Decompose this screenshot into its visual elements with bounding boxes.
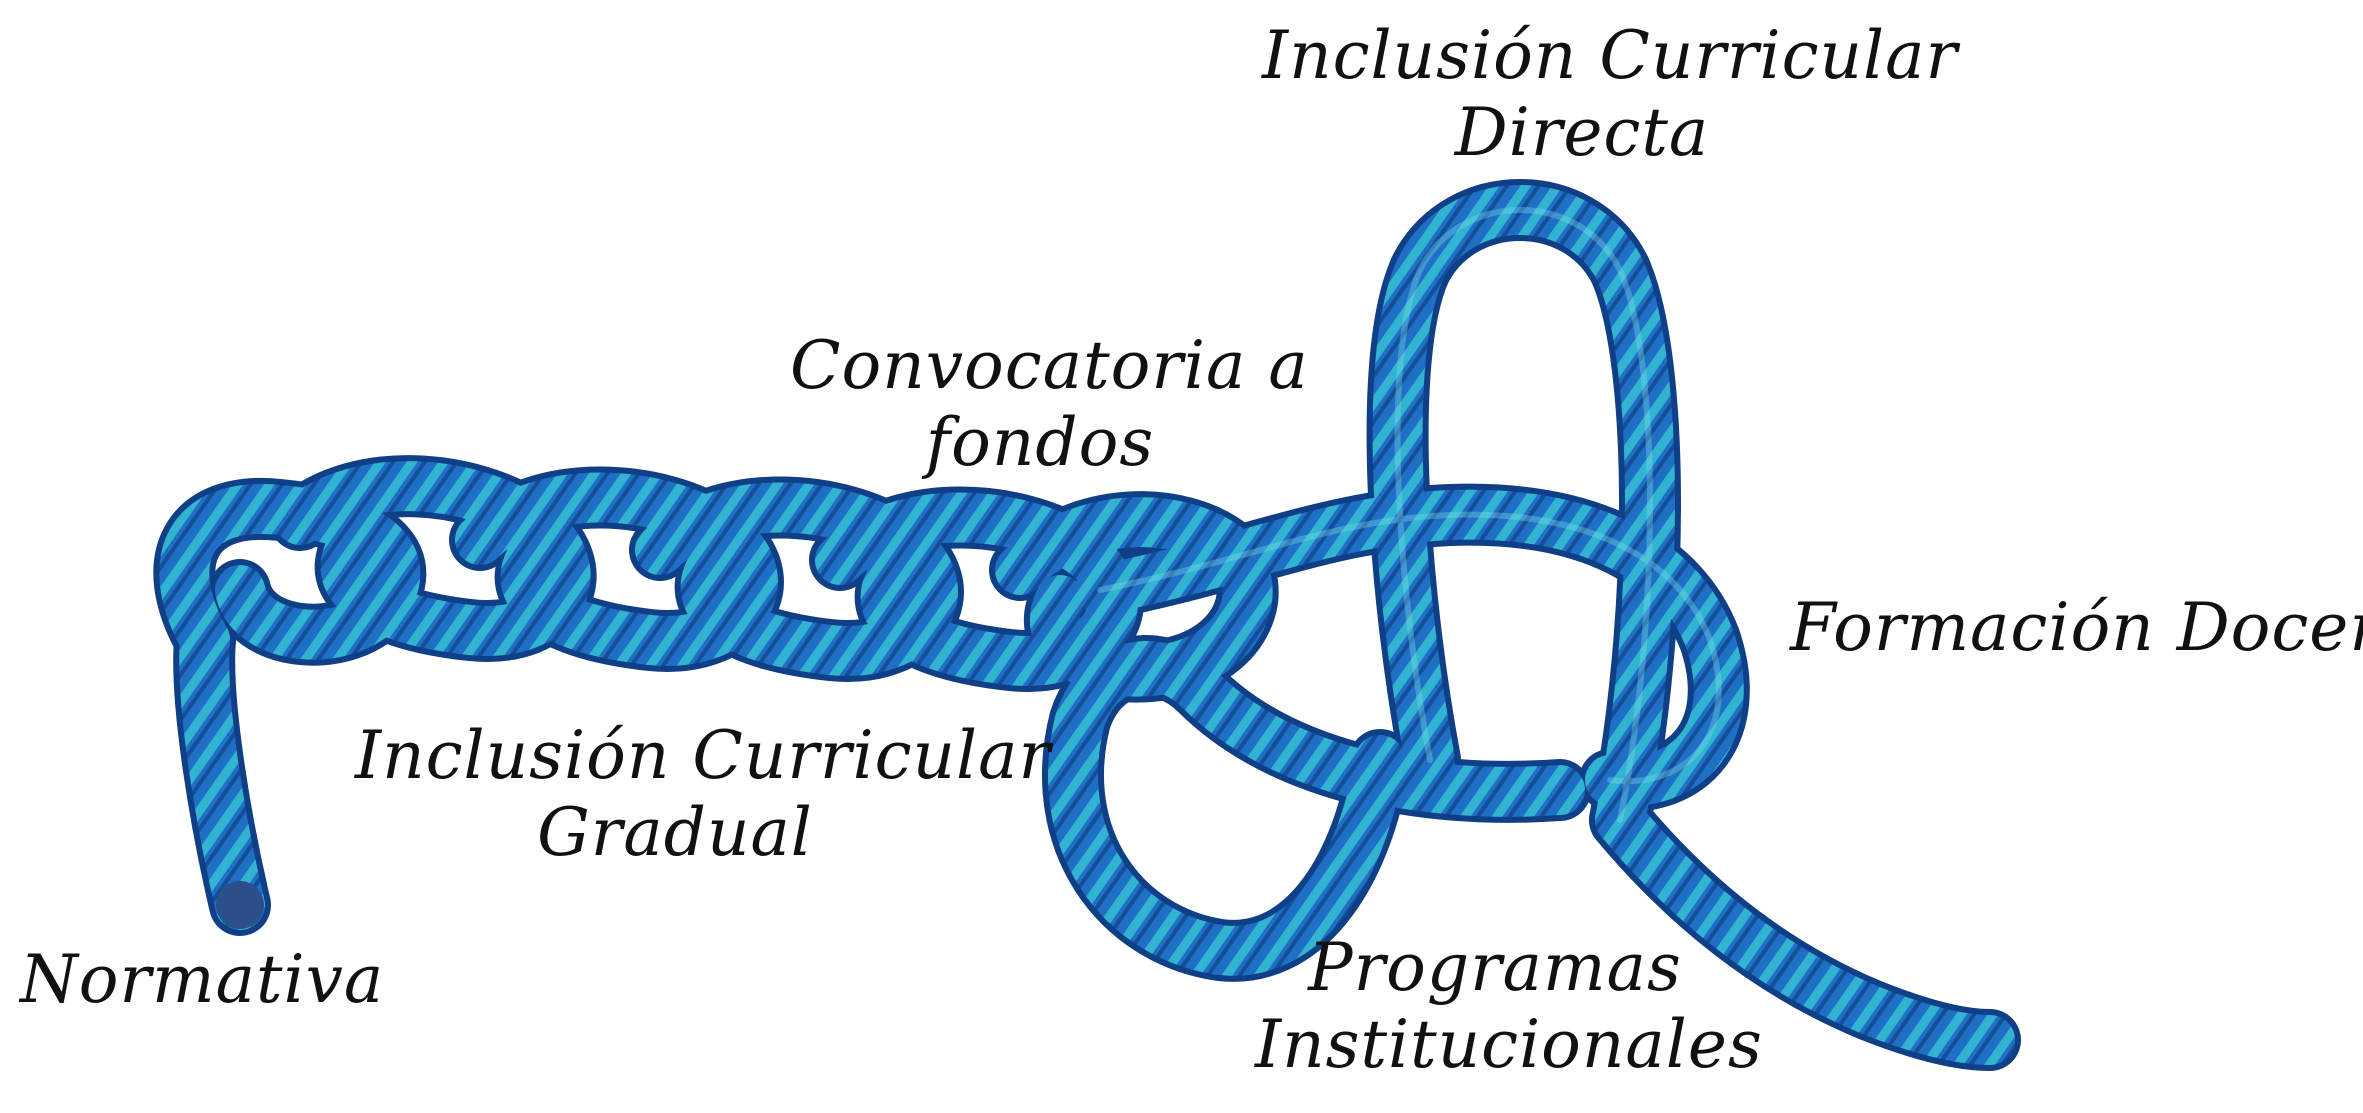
label-line: fondos (925, 403, 1155, 481)
label-line: Inclusión Curricular (1262, 17, 1959, 94)
label-inclusion-curricular-directa: Inclusión Curricular Directa (1262, 17, 1959, 171)
label-line: Directa (1454, 93, 1710, 171)
label-formacion-docente: Formación Docente (1790, 589, 2363, 667)
label-line: Convocatoria a (790, 327, 1309, 404)
label-line: Formación Docente (1790, 589, 2363, 666)
rope (153, 179, 2021, 1071)
label-line: Programas (1308, 929, 1682, 1006)
label-inclusion-curricular-gradual: Inclusión Curricular Gradual (355, 717, 1052, 871)
label-line: Institucionales (1255, 1005, 1763, 1083)
label-line: Normativa (20, 941, 385, 1018)
label-normativa: Normativa (20, 941, 385, 1019)
label-line: Gradual (537, 793, 813, 871)
rope-end (216, 881, 264, 929)
label-convocatoria-a-fondos: Convocatoria a fondos (790, 327, 1309, 481)
label-programas-institucionales: Programas Institucionales (1255, 929, 1763, 1083)
label-line: Inclusión Curricular (355, 717, 1052, 794)
